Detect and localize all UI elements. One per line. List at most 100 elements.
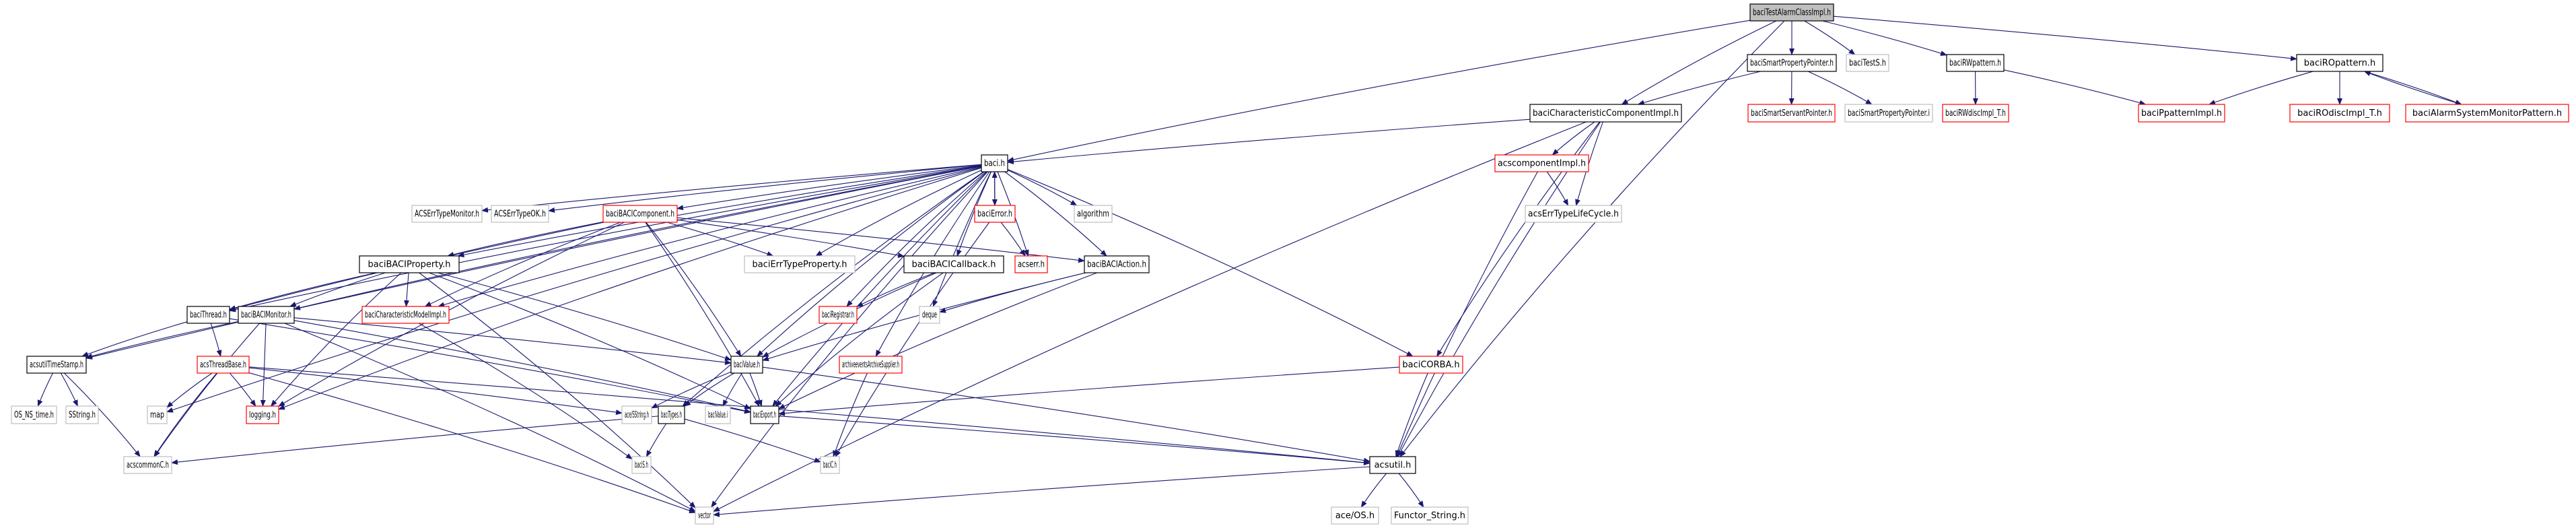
- node-box[interactable]: [919, 306, 940, 324]
- node-thread[interactable]: baciThread.h: [186, 306, 230, 324]
- node-box[interactable]: [411, 205, 483, 223]
- node-box[interactable]: [839, 356, 903, 374]
- node-box[interactable]: [1747, 104, 1836, 123]
- node-corba[interactable]: baciCORBA.h: [1399, 356, 1463, 374]
- node-box[interactable]: [361, 306, 450, 324]
- node-rwdisc[interactable]: baciRWdiscImpl_T.h: [1942, 104, 2009, 123]
- node-acserr[interactable]: acserr.h: [1014, 255, 1048, 273]
- node-box[interactable]: [147, 405, 168, 424]
- node-box[interactable]: [65, 405, 99, 424]
- node-value[interactable]: baciValue.h: [730, 356, 763, 374]
- node-box[interactable]: [197, 356, 250, 374]
- node-box[interactable]: [123, 456, 172, 474]
- node-bacic[interactable]: baciC.h: [820, 456, 840, 474]
- node-rodisc[interactable]: baciROdiscImpl_T.h: [2289, 104, 2390, 123]
- node-box[interactable]: [658, 405, 685, 424]
- node-alarmpattern[interactable]: baciAlarmSystemMonitorPattern.h: [2405, 104, 2569, 123]
- node-errprop[interactable]: baciErrTypeProperty.h: [744, 255, 856, 273]
- node-map[interactable]: map: [147, 405, 168, 424]
- node-deque[interactable]: deque: [919, 306, 940, 324]
- node-box[interactable]: [695, 506, 714, 525]
- node-acsutil[interactable]: acsutil.h: [1369, 456, 1416, 474]
- node-box[interactable]: [491, 205, 549, 223]
- node-box[interactable]: [1749, 3, 1834, 22]
- node-box[interactable]: [705, 405, 731, 424]
- node-box[interactable]: [730, 356, 763, 374]
- node-threadbase[interactable]: acsThreadBase.h: [197, 356, 250, 374]
- node-valuei[interactable]: baciValue.i: [705, 405, 731, 424]
- node-box[interactable]: [631, 456, 652, 474]
- node-aceos[interactable]: ace/OS.h: [1331, 506, 1379, 525]
- node-box[interactable]: [2405, 104, 2569, 123]
- node-box[interactable]: [974, 205, 1016, 223]
- node-callback[interactable]: baciBACICallback.h: [903, 255, 1004, 273]
- node-box[interactable]: [1942, 104, 2009, 123]
- node-box[interactable]: [1369, 456, 1416, 474]
- node-acscommon[interactable]: acscommonC.h: [123, 456, 172, 474]
- node-acesstring[interactable]: ace/SString.h: [621, 405, 652, 424]
- node-sstring[interactable]: SString.h: [65, 405, 99, 424]
- node-box[interactable]: [11, 405, 57, 424]
- node-box[interactable]: [186, 306, 230, 324]
- node-box[interactable]: [2296, 54, 2383, 72]
- node-box[interactable]: [1014, 255, 1048, 273]
- node-charcomp[interactable]: baciCharacteristicComponentImpl.h: [1529, 104, 1682, 123]
- node-archive[interactable]: archiveeventsArchiveSupplier.h: [839, 356, 903, 374]
- node-box[interactable]: [1747, 54, 1837, 72]
- node-box[interactable]: [1529, 104, 1682, 123]
- node-box[interactable]: [750, 405, 779, 424]
- node-export[interactable]: baciExport.h: [750, 405, 779, 424]
- node-errok[interactable]: ACSErrTypeOK.h: [491, 205, 549, 223]
- node-ropattern[interactable]: baciROpattern.h: [2296, 54, 2383, 72]
- node-algorithm[interactable]: algorithm: [1074, 205, 1113, 223]
- node-box[interactable]: [621, 405, 652, 424]
- node-box[interactable]: [1525, 205, 1622, 223]
- node-action[interactable]: baciBACIAction.h: [1084, 255, 1150, 273]
- node-charmodel[interactable]: baciCharacteristicModelImpl.h: [361, 306, 450, 324]
- node-box[interactable]: [1494, 154, 1589, 172]
- node-box[interactable]: [903, 255, 1004, 273]
- node-box[interactable]: [1331, 506, 1379, 525]
- node-ppattern[interactable]: baciPpatternImpl.h: [2138, 104, 2225, 123]
- node-box[interactable]: [1844, 104, 1933, 123]
- node-box[interactable]: [820, 456, 840, 474]
- node-registrar[interactable]: baciRegistrar.h: [819, 306, 858, 324]
- node-box[interactable]: [1074, 205, 1113, 223]
- node-root[interactable]: baciTestAlarmClassImpl.h: [1749, 3, 1834, 22]
- node-logging[interactable]: logging.h: [246, 405, 279, 424]
- node-box[interactable]: [1084, 255, 1150, 273]
- node-box[interactable]: [1391, 506, 1469, 525]
- node-smartpropi[interactable]: baciSmartPropertyPointer.i: [1844, 104, 1933, 123]
- node-box[interactable]: [744, 255, 856, 273]
- node-box[interactable]: [2138, 104, 2225, 123]
- node-smartservant[interactable]: baciSmartServantPointer.h: [1747, 104, 1836, 123]
- node-box[interactable]: [1399, 356, 1463, 374]
- node-acscomp[interactable]: acscomponentImpl.h: [1494, 154, 1589, 172]
- node-box[interactable]: [246, 405, 279, 424]
- node-box[interactable]: [1846, 54, 1889, 72]
- node-box[interactable]: [26, 356, 87, 374]
- node-box[interactable]: [1946, 54, 2005, 72]
- node-errmonitor[interactable]: ACSErrTypeMonitor.h: [411, 205, 483, 223]
- node-bacicomponent[interactable]: baciBACIComponent.h: [602, 205, 678, 223]
- node-box[interactable]: [2289, 104, 2390, 123]
- node-bacierror[interactable]: baciError.h: [974, 205, 1016, 223]
- node-baci[interactable]: baci.h: [981, 154, 1008, 172]
- node-property[interactable]: baciBACIProperty.h: [359, 255, 460, 273]
- node-osns[interactable]: OS_NS_time.h: [11, 405, 57, 424]
- node-monitor[interactable]: baciBACIMonitor.h: [238, 306, 295, 324]
- node-rwpattern[interactable]: baciRWpattern.h: [1946, 54, 2005, 72]
- node-vector[interactable]: vector: [695, 506, 714, 525]
- node-box[interactable]: [238, 306, 295, 324]
- node-tests[interactable]: baciTestS.h: [1846, 54, 1889, 72]
- node-types[interactable]: baciTypes.h: [658, 405, 685, 424]
- node-box[interactable]: [602, 205, 678, 223]
- node-box[interactable]: [981, 154, 1008, 172]
- node-lifecycle[interactable]: acsErrTypeLifeCycle.h: [1525, 205, 1622, 223]
- node-functor[interactable]: Functor_String.h: [1391, 506, 1469, 525]
- node-bacis[interactable]: baciS.h: [631, 456, 652, 474]
- node-box[interactable]: [359, 255, 460, 273]
- node-box[interactable]: [819, 306, 858, 324]
- node-timestamp[interactable]: acsutilTimeStamp.h: [26, 356, 87, 374]
- node-smartprop[interactable]: baciSmartPropertyPointer.h: [1747, 54, 1837, 72]
